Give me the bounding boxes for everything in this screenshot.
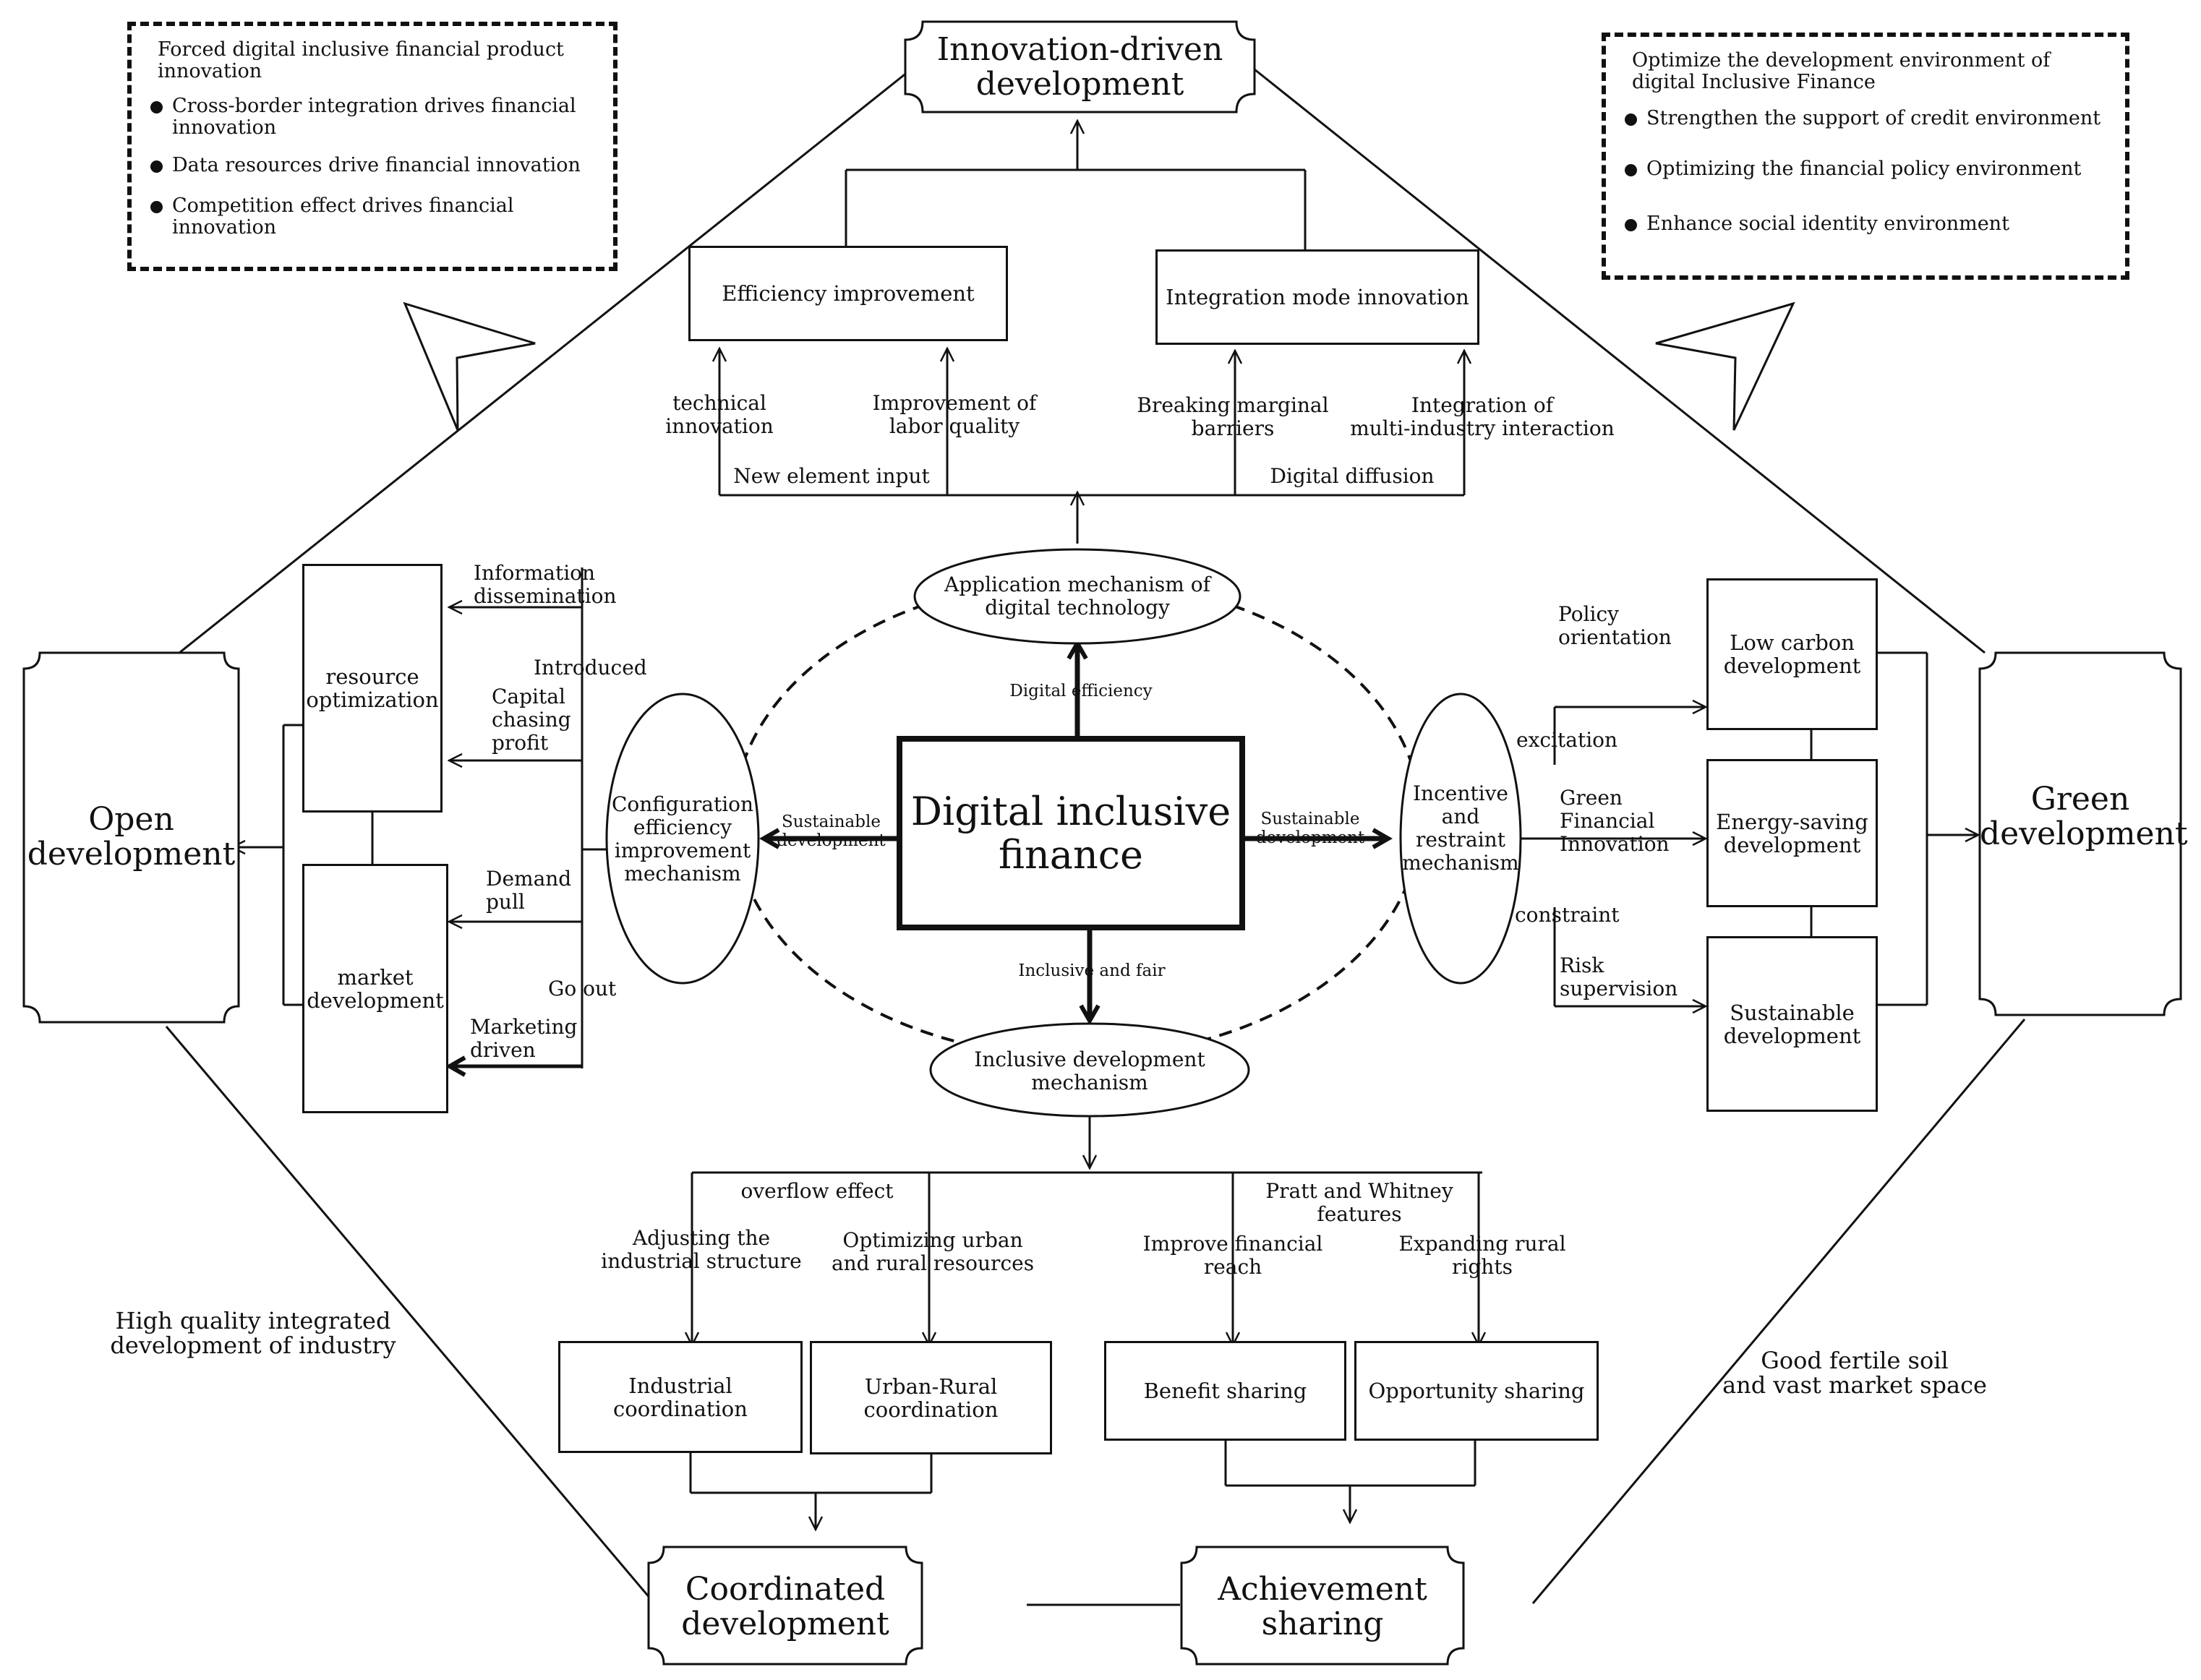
label-demand-pull: Demand pull bbox=[486, 867, 572, 914]
panel-right-item-text: Strengthen the support of credit environ… bbox=[1646, 107, 2101, 129]
label-labor-quality: Improvement of labor quality bbox=[872, 391, 1037, 438]
box-sustainable-development: Sustainable development bbox=[1706, 936, 1878, 1112]
bullet-icon bbox=[150, 101, 163, 113]
label-digital-efficiency: Digital efficiency bbox=[1009, 682, 1153, 700]
pillar-innovation: Innovation-driven development bbox=[936, 31, 1223, 103]
box-energy-saving-development: Energy-saving development bbox=[1706, 759, 1878, 907]
label-sustainable-right: Sustainable development bbox=[1255, 810, 1365, 847]
pillar-green: Green development bbox=[1980, 781, 2188, 852]
label-multi-industry: Integration of multi-industry interactio… bbox=[1350, 393, 1615, 440]
label-breaking-barriers: Breaking marginal barriers bbox=[1137, 393, 1329, 440]
box-low-carbon-development: Low carbon development bbox=[1706, 578, 1878, 730]
label-overflow-effect: overflow effect bbox=[740, 1179, 894, 1203]
mechanism-application: Application mechanism of digital technol… bbox=[944, 573, 1210, 620]
label-digital-diffusion: Digital diffusion bbox=[1270, 464, 1435, 488]
pillar-coordinated: Coordinated development bbox=[681, 1571, 889, 1642]
label-policy-orientation: Policy orientation bbox=[1558, 602, 1672, 649]
panel-left-item: Competition effect drives financial inno… bbox=[148, 195, 597, 239]
bullet-icon bbox=[1625, 164, 1637, 176]
panel-right-item: Optimizing the financial policy environm… bbox=[1622, 158, 2109, 180]
label-excitation: excitation bbox=[1516, 728, 1618, 752]
label-improve-reach: Improve financial reach bbox=[1142, 1232, 1323, 1279]
label-technical-innovation: technical innovation bbox=[665, 391, 774, 438]
panel-left-item-text: Cross-border integration drives financia… bbox=[172, 95, 576, 139]
box-urban-rural-coordination: Urban-Rural coordination bbox=[810, 1341, 1052, 1454]
label-marketing-driven: Marketing driven bbox=[470, 1015, 578, 1062]
label-high-quality-integrated: High quality integrated development of i… bbox=[110, 1307, 396, 1359]
panel-left-item: Cross-border integration drives financia… bbox=[148, 95, 597, 139]
panel-right-item-text: Enhance social identity environment bbox=[1646, 213, 2009, 235]
panel-right-item: Strengthen the support of credit environ… bbox=[1622, 108, 2109, 129]
label-pratt-whitney: Pratt and Whitney features bbox=[1265, 1179, 1453, 1226]
box-market-development: market development bbox=[302, 864, 448, 1113]
panel-right-item: Enhance social identity environment bbox=[1622, 213, 2109, 235]
box-opportunity-sharing: Opportunity sharing bbox=[1354, 1341, 1599, 1441]
label-green-financial-innovation: Green Financial Innovation bbox=[1560, 786, 1670, 856]
panel-left-item: Data resources drive financial innovatio… bbox=[148, 155, 597, 176]
label-optimizing-resources: Optimizing urban and rural resources bbox=[831, 1228, 1035, 1275]
label-sustainable-left: Sustainable development bbox=[777, 813, 886, 850]
panel-left-item-text: Competition effect drives financial inno… bbox=[172, 194, 514, 239]
panel-environment: Optimize the development environment of … bbox=[1602, 33, 2129, 280]
bullet-icon bbox=[1625, 219, 1637, 231]
box-benefit-sharing: Benefit sharing bbox=[1104, 1341, 1346, 1441]
label-expanding-rights: Expanding rural rights bbox=[1398, 1232, 1566, 1279]
label-good-fertile-soil: Good fertile soil and vast market space bbox=[1722, 1347, 1987, 1399]
box-efficiency-improvement: Efficiency improvement bbox=[688, 246, 1008, 341]
panel-right-heading: Optimize the development environment of … bbox=[1632, 49, 2051, 93]
panel-left-item-text: Data resources drive financial innovatio… bbox=[172, 154, 581, 176]
panel-product-innovation: Forced digital inclusive financial produ… bbox=[127, 22, 617, 271]
box-resource-optimization: resource optimization bbox=[302, 564, 443, 813]
center-digital-inclusive-finance: Digital inclusive finance bbox=[897, 736, 1245, 930]
mechanism-inclusive: Inclusive development mechanism bbox=[974, 1047, 1205, 1094]
bullet-icon bbox=[1625, 113, 1637, 126]
label-constraint: constraint bbox=[1515, 903, 1620, 927]
label-adjusting-structure: Adjusting the industrial structure bbox=[601, 1226, 802, 1273]
box-industrial-coordination: Industrial coordination bbox=[558, 1341, 803, 1453]
pillar-sharing: Achievement sharing bbox=[1218, 1571, 1427, 1642]
panel-right-item-text: Optimizing the financial policy environm… bbox=[1646, 158, 2082, 180]
label-risk-supervision: Risk supervision bbox=[1560, 953, 1678, 1000]
label-inclusive-fair: Inclusive and fair bbox=[1018, 961, 1166, 980]
label-introduced: Introduced bbox=[534, 656, 647, 680]
bullet-icon bbox=[150, 201, 163, 213]
panel-left-heading: Forced digital inclusive financial produ… bbox=[158, 38, 564, 82]
label-new-element-input: New element input bbox=[733, 464, 930, 488]
mechanism-incentive: Incentive and restraint mechanism bbox=[1402, 781, 1519, 875]
label-go-out: Go out bbox=[548, 977, 617, 1000]
label-information-dissemination: Information dissemination bbox=[474, 561, 617, 608]
mechanism-configuration: Configuration efficiency improvement mec… bbox=[611, 792, 754, 886]
bullet-icon bbox=[150, 160, 163, 173]
box-integration-mode-innovation: Integration mode innovation bbox=[1155, 249, 1479, 345]
label-capital-chasing-profit: Capital chasing profit bbox=[492, 685, 571, 755]
pillar-open: Open development bbox=[27, 801, 236, 873]
